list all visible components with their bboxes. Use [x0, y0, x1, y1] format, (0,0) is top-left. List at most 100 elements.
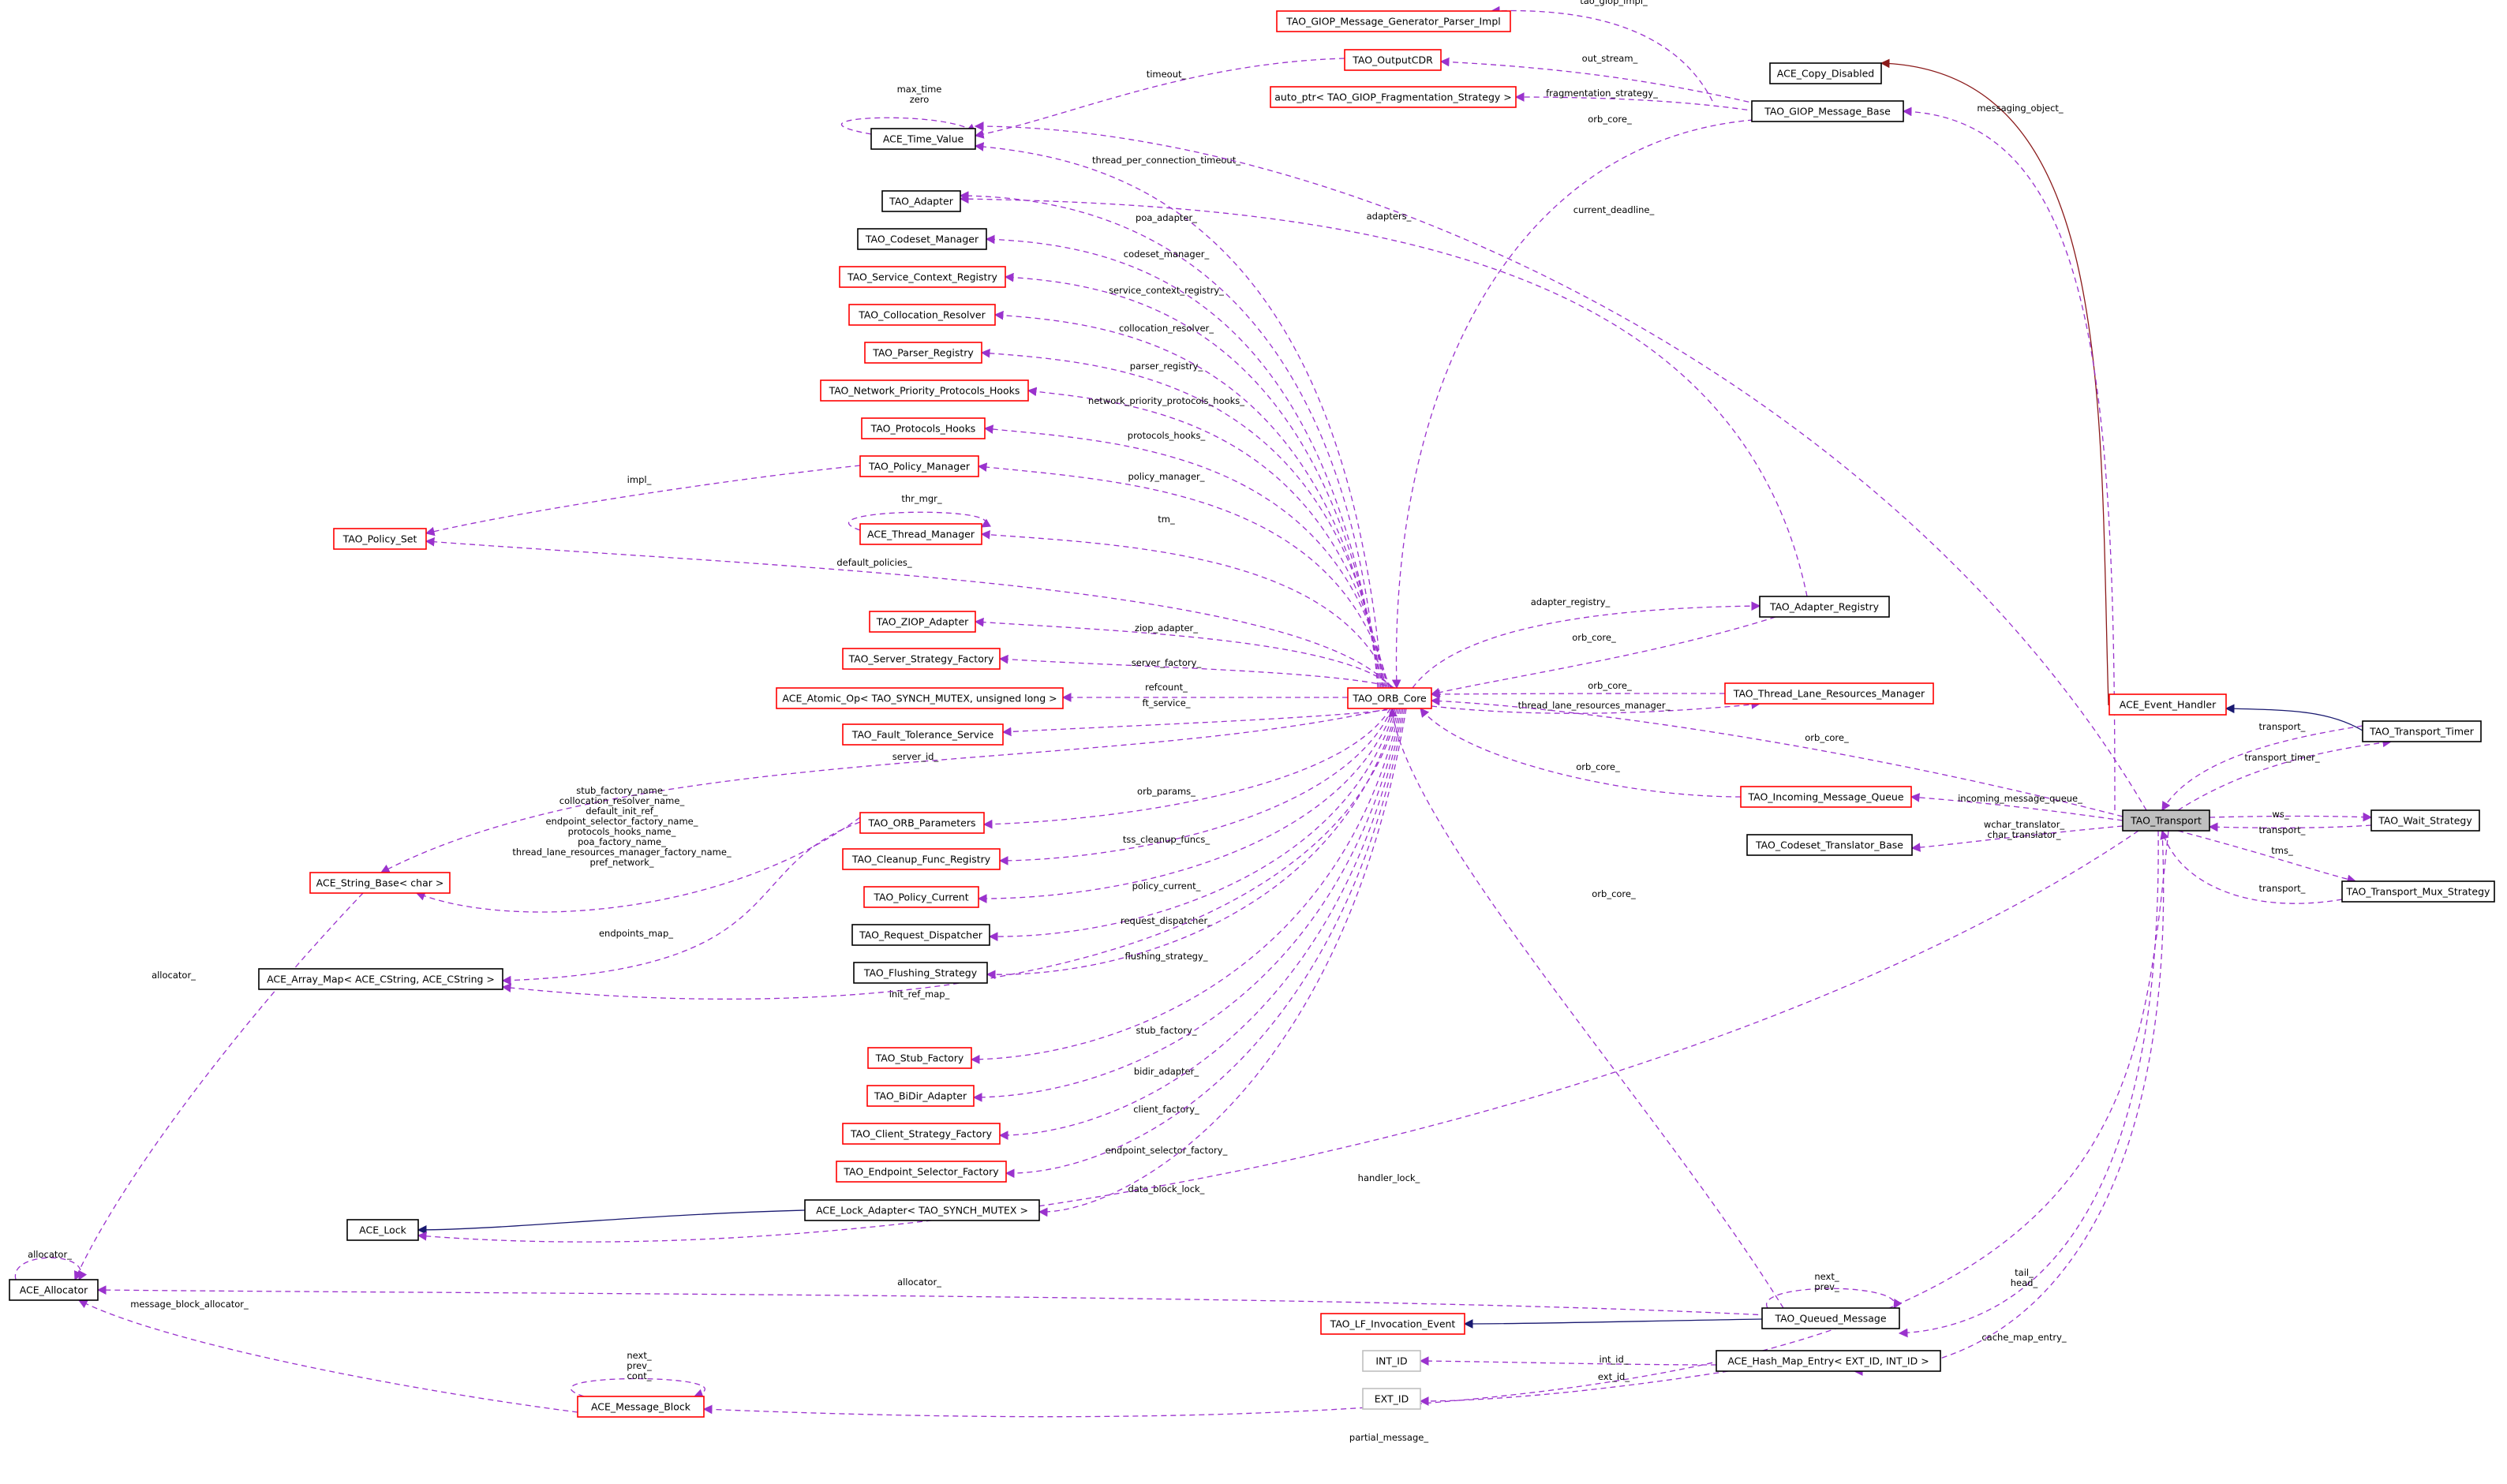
- node-box[interactable]: [1740, 786, 1912, 808]
- node-policy-set[interactable]: TAO_Policy_Set: [333, 528, 427, 550]
- node-box[interactable]: [1746, 834, 1913, 856]
- node-box[interactable]: [1724, 682, 1934, 705]
- node-box[interactable]: [333, 528, 427, 550]
- node-policy-cur[interactable]: TAO_Policy_Current: [863, 886, 979, 908]
- node-box[interactable]: [869, 611, 976, 633]
- node-box[interactable]: [839, 266, 1006, 288]
- node-flush[interactable]: TAO_Flushing_Strategy: [853, 962, 988, 984]
- node-int-id[interactable]: INT_ID: [1362, 1350, 1421, 1372]
- node-box[interactable]: [853, 962, 988, 984]
- node-auto-ptr[interactable]: auto_ptr< TAO_GIOP_Fragmentation_Strateg…: [1270, 86, 1517, 108]
- node-proto-hooks[interactable]: TAO_Protocols_Hooks: [861, 417, 986, 439]
- node-box[interactable]: [859, 523, 982, 545]
- node-box[interactable]: [848, 304, 996, 326]
- node-box[interactable]: [1759, 596, 1890, 618]
- node-box[interactable]: [1270, 86, 1517, 108]
- node-event-handler[interactable]: ACE_Event_Handler: [2108, 693, 2227, 716]
- node-box[interactable]: [859, 812, 985, 834]
- node-net-prio[interactable]: TAO_Network_Priority_Protocols_Hooks: [820, 379, 1029, 402]
- node-box[interactable]: [2122, 809, 2210, 832]
- node-outputcdr[interactable]: TAO_OutputCDR: [1344, 49, 1442, 71]
- node-box[interactable]: [2108, 693, 2227, 716]
- node-allocator[interactable]: ACE_Allocator: [9, 1279, 99, 1301]
- node-endpoint-sel[interactable]: TAO_Endpoint_Selector_Factory: [836, 1161, 1007, 1183]
- node-copy-disabled[interactable]: ACE_Copy_Disabled: [1769, 62, 1882, 84]
- node-box[interactable]: [776, 687, 1064, 709]
- node-orb-core[interactable]: TAO_ORB_Core: [1347, 687, 1432, 709]
- node-lock-adapter[interactable]: ACE_Lock_Adapter< TAO_SYNCH_MUTEX >: [804, 1199, 1040, 1221]
- node-box[interactable]: [863, 886, 979, 908]
- node-transport[interactable]: TAO_Transport: [2122, 809, 2210, 832]
- node-box[interactable]: [346, 1219, 419, 1241]
- node-atomic[interactable]: ACE_Atomic_Op< TAO_SYNCH_MUTEX, unsigned…: [776, 687, 1064, 709]
- node-box[interactable]: [851, 924, 990, 946]
- node-box[interactable]: [842, 723, 1004, 746]
- node-gen-parser[interactable]: TAO_GIOP_Message_Generator_Parser_Impl: [1276, 10, 1511, 32]
- node-box[interactable]: [1347, 687, 1432, 709]
- node-box[interactable]: [842, 1123, 1001, 1145]
- node-msg-block[interactable]: ACE_Message_Block: [577, 1396, 705, 1418]
- node-req-disp[interactable]: TAO_Request_Dispatcher: [851, 924, 990, 946]
- node-thread-lane[interactable]: TAO_Thread_Lane_Resources_Manager: [1724, 682, 1934, 705]
- node-box[interactable]: [842, 848, 1001, 870]
- node-ft-svc[interactable]: TAO_Fault_Tolerance_Service: [842, 723, 1004, 746]
- node-box[interactable]: [867, 1047, 972, 1069]
- node-box[interactable]: [9, 1279, 99, 1301]
- node-box[interactable]: [309, 872, 451, 894]
- node-box[interactable]: [881, 190, 961, 212]
- node-client-strat[interactable]: TAO_Client_Strategy_Factory: [842, 1123, 1001, 1145]
- node-box[interactable]: [1276, 10, 1511, 32]
- node-array-map[interactable]: ACE_Array_Map< ACE_CString, ACE_CString …: [258, 968, 503, 990]
- node-box[interactable]: [2362, 720, 2482, 742]
- node-box[interactable]: [866, 1085, 975, 1107]
- node-box[interactable]: [1362, 1388, 1421, 1410]
- node-parser-reg[interactable]: TAO_Parser_Registry: [864, 342, 982, 364]
- node-box[interactable]: [2341, 880, 2495, 903]
- node-box[interactable]: [258, 968, 503, 990]
- node-coll-res[interactable]: TAO_Collocation_Resolver: [848, 304, 996, 326]
- node-box[interactable]: [2370, 809, 2480, 832]
- node-thread-mgr[interactable]: ACE_Thread_Manager: [859, 523, 982, 545]
- node-lf-event[interactable]: TAO_LF_Invocation_Event: [1320, 1313, 1465, 1335]
- node-adapter[interactable]: TAO_Adapter: [881, 190, 961, 212]
- node-string-base[interactable]: ACE_String_Base< char >: [309, 872, 451, 894]
- node-incoming-q[interactable]: TAO_Incoming_Message_Queue: [1740, 786, 1912, 808]
- node-ext-id[interactable]: EXT_ID: [1362, 1388, 1421, 1410]
- node-adapter-reg[interactable]: TAO_Adapter_Registry: [1759, 596, 1890, 618]
- node-box[interactable]: [1751, 100, 1904, 122]
- node-orb-params[interactable]: TAO_ORB_Parameters: [859, 812, 985, 834]
- node-box[interactable]: [842, 648, 1001, 670]
- node-box[interactable]: [861, 417, 986, 439]
- node-lock[interactable]: ACE_Lock: [346, 1219, 419, 1241]
- node-box[interactable]: [864, 342, 982, 364]
- node-srv-strat[interactable]: TAO_Server_Strategy_Factory: [842, 648, 1001, 670]
- node-box[interactable]: [804, 1199, 1040, 1221]
- node-msg-base[interactable]: TAO_GIOP_Message_Base: [1751, 100, 1904, 122]
- node-wait-strat[interactable]: TAO_Wait_Strategy: [2370, 809, 2480, 832]
- node-policy-mgr[interactable]: TAO_Policy_Manager: [859, 455, 979, 477]
- node-box[interactable]: [1716, 1350, 1941, 1372]
- node-mux-strat[interactable]: TAO_Transport_Mux_Strategy: [2341, 880, 2495, 903]
- node-queued-msg[interactable]: TAO_Queued_Message: [1761, 1307, 1900, 1329]
- node-box[interactable]: [870, 128, 976, 150]
- node-time-value[interactable]: ACE_Time_Value: [870, 128, 976, 150]
- node-box[interactable]: [577, 1396, 705, 1418]
- node-box[interactable]: [857, 228, 987, 250]
- node-box[interactable]: [1761, 1307, 1900, 1329]
- node-svc-ctx[interactable]: TAO_Service_Context_Registry: [839, 266, 1006, 288]
- node-codeset-mgr[interactable]: TAO_Codeset_Manager: [857, 228, 987, 250]
- node-ziop[interactable]: TAO_ZIOP_Adapter: [869, 611, 976, 633]
- node-stub-fac[interactable]: TAO_Stub_Factory: [867, 1047, 972, 1069]
- node-transport-timer[interactable]: TAO_Transport_Timer: [2362, 720, 2482, 742]
- node-box[interactable]: [836, 1161, 1007, 1183]
- node-box[interactable]: [1344, 49, 1442, 71]
- node-box[interactable]: [820, 379, 1029, 402]
- node-box[interactable]: [1362, 1350, 1421, 1372]
- node-codeset-trans[interactable]: TAO_Codeset_Translator_Base: [1746, 834, 1913, 856]
- node-box[interactable]: [859, 455, 979, 477]
- node-box[interactable]: [1320, 1313, 1465, 1335]
- node-cleanup[interactable]: TAO_Cleanup_Func_Registry: [842, 848, 1001, 870]
- node-box[interactable]: [1769, 62, 1882, 84]
- node-hash-entry[interactable]: ACE_Hash_Map_Entry< EXT_ID, INT_ID >: [1716, 1350, 1941, 1372]
- node-bidir[interactable]: TAO_BiDir_Adapter: [866, 1085, 975, 1107]
